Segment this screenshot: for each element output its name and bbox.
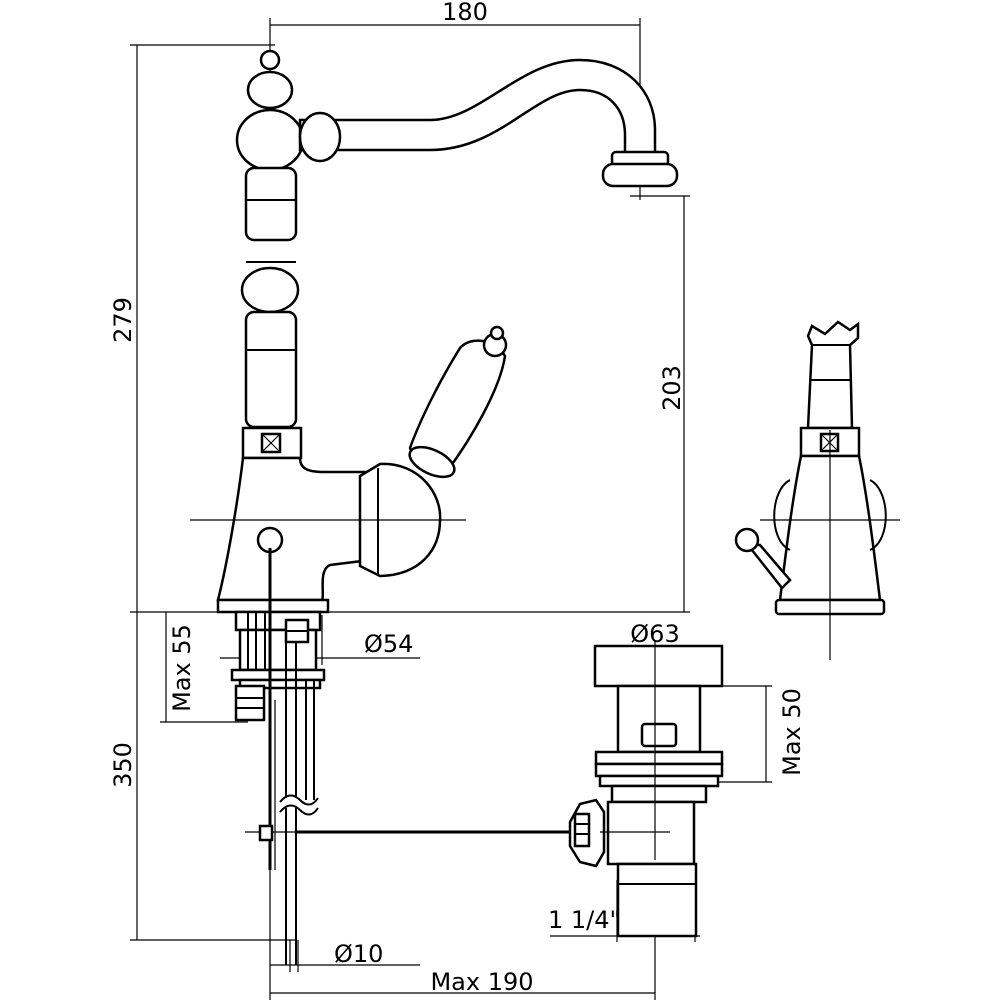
faucet-side-view	[190, 49, 679, 965]
faucet-front-view	[734, 320, 900, 660]
dim-total-height: 279	[109, 297, 137, 343]
dim-waste-thread: 1 1/4"	[548, 906, 621, 934]
dim-rod-length: Max 190	[430, 968, 533, 996]
dim-pipe-length: 350	[109, 742, 137, 788]
dim-waste-diameter: Ø63	[630, 620, 679, 648]
dim-max-deck-thickness: Max 55	[168, 624, 196, 712]
dim-spout-reach: 180	[442, 0, 488, 26]
dim-base-diameter: Ø54	[364, 630, 413, 658]
dim-waste-max-thickness: Max 50	[778, 688, 806, 776]
dim-spout-height: 203	[658, 365, 686, 411]
dim-pipe-diameter: Ø10	[334, 940, 383, 968]
dimension-labels: 180 279 203 Ø54 Max 55 350 Ø10 Max 190 Ø…	[109, 0, 806, 996]
pop-up-waste	[568, 640, 724, 938]
